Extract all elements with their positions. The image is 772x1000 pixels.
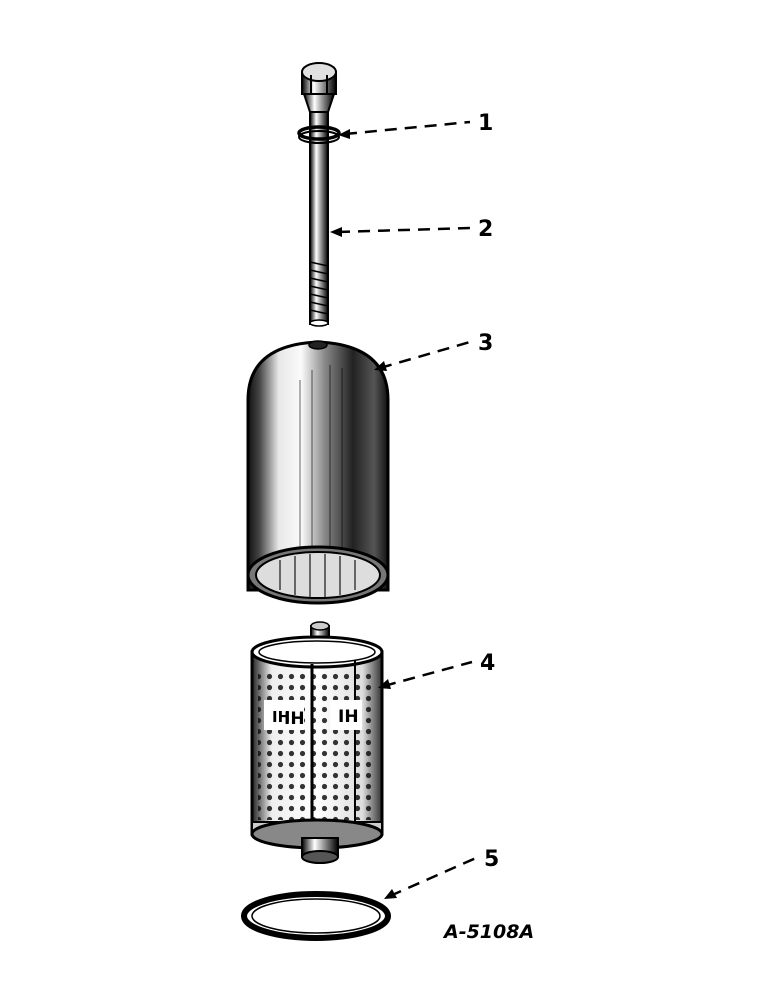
shell-highlight-lines (299, 365, 343, 570)
callout-3: 3 (478, 331, 493, 356)
element-mark-2: IH (284, 709, 305, 729)
callout-2: 2 (478, 217, 493, 242)
element-mark-3: IH (338, 707, 359, 727)
leader-line-3 (379, 340, 471, 370)
leader-line-5 (389, 856, 477, 898)
leader-line-1 (344, 120, 471, 136)
callout-1: 1 (478, 111, 493, 136)
shell-gasket (241, 891, 391, 941)
element-mark-1: IH (272, 708, 290, 726)
filter-element: IH IH IH (250, 621, 384, 864)
leader-arrowheads (330, 129, 397, 899)
callout-4: 4 (480, 651, 495, 676)
leader-lines (337, 120, 477, 898)
filter-shell (246, 340, 390, 605)
bolt-washer (297, 125, 341, 144)
callout-5: 5 (484, 847, 499, 872)
center-bolt (301, 62, 337, 327)
bolt-thread (309, 261, 329, 315)
bolt-head (301, 62, 337, 113)
leader-line-4 (383, 660, 473, 688)
leader-line-2 (337, 226, 471, 234)
figure-reference: A-5108A (442, 921, 534, 943)
